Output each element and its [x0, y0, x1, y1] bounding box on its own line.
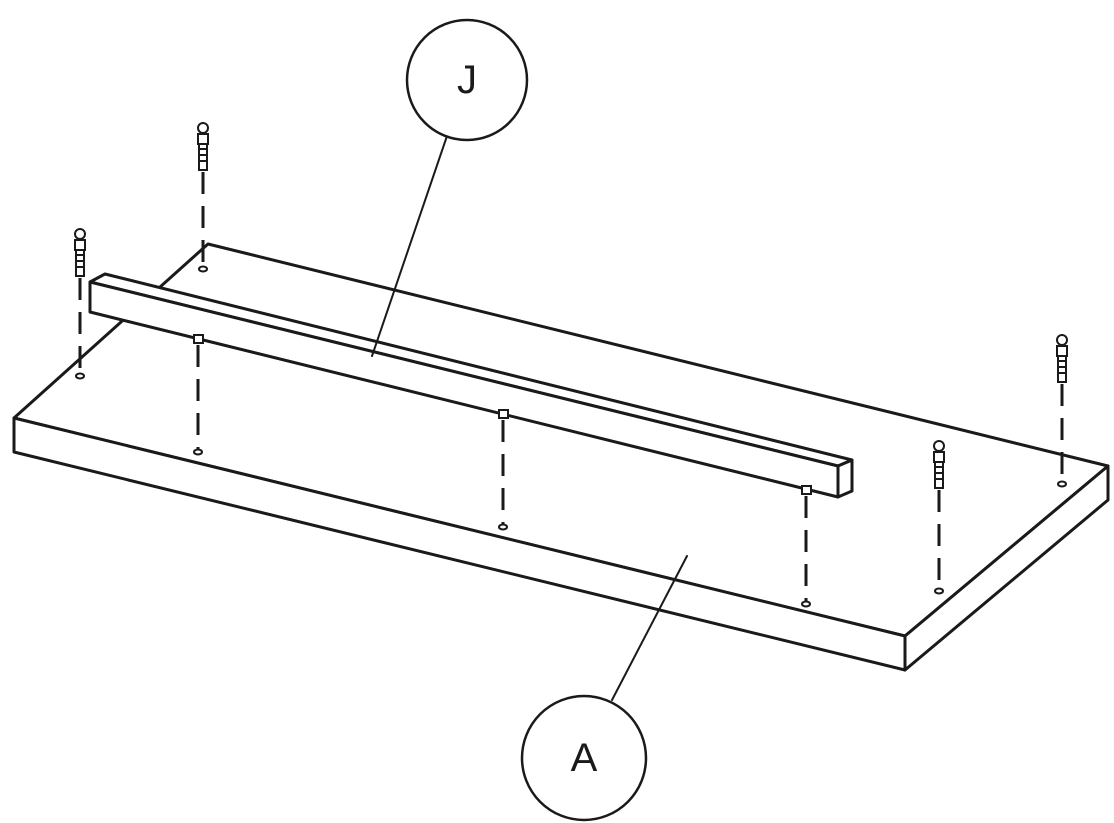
callout-a: A: [520, 555, 688, 822]
cam-bolt-icon: [74, 228, 86, 277]
cam-bolt-icon: [197, 122, 209, 171]
cam-bolt-icon: [1056, 334, 1068, 383]
callout-circle-j: [405, 18, 529, 142]
callout-label-a: A: [571, 736, 598, 780]
fastener-guides: [78, 172, 1064, 602]
callout-circle-a: [520, 694, 648, 822]
callout-j: J: [371, 18, 529, 357]
board-right-face: [903, 464, 1110, 672]
leader-line-j: [371, 135, 448, 357]
hole: [801, 600, 811, 608]
hole: [934, 587, 944, 595]
hole: [1057, 480, 1067, 488]
callout-label-j: J: [457, 58, 477, 102]
bar-dowel: [498, 409, 509, 419]
bar-dowel: [193, 334, 204, 344]
leader-line-a: [611, 555, 688, 701]
bar-end-face: [836, 458, 854, 499]
hole: [498, 523, 508, 531]
hole: [75, 372, 85, 380]
bar-j: [88, 272, 854, 499]
bar-dowel: [801, 485, 812, 495]
cam-bolt-icon: [933, 440, 945, 489]
hole: [193, 448, 203, 456]
board-holes: [75, 265, 1067, 608]
hole: [198, 265, 208, 273]
